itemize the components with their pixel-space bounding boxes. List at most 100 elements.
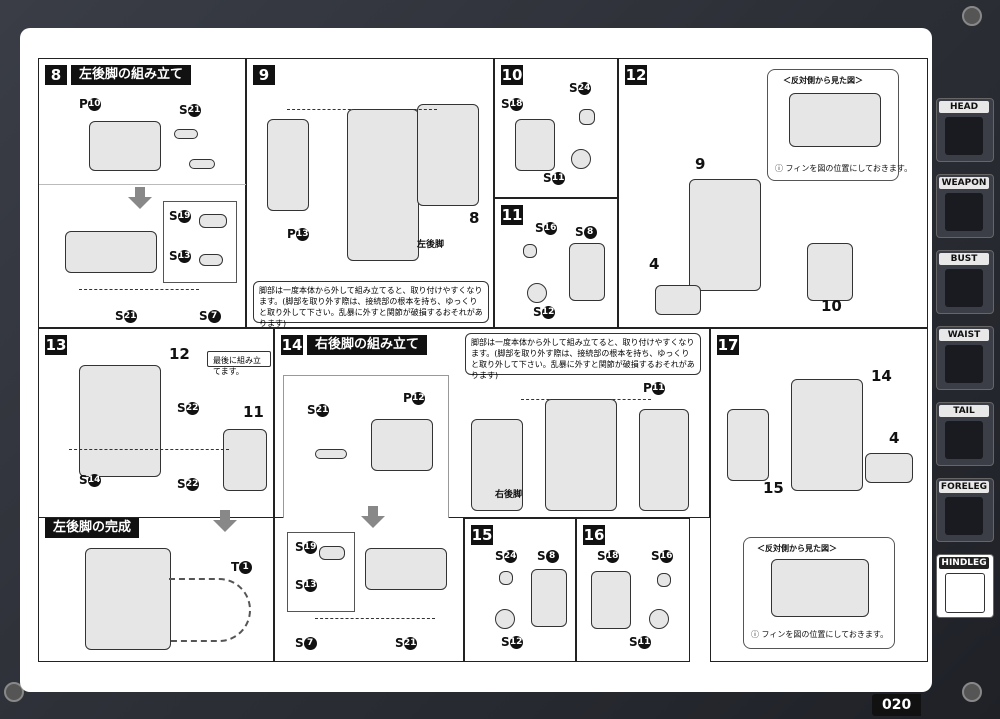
leg-part-drawing [515,119,555,171]
guide-line [287,109,437,110]
fin-note: ⓘ フィンを図の位置にしておきます。 [751,630,889,639]
joint-part-drawing [499,571,513,585]
fin-note: ⓘ フィンを図の位置にしておきます。 [775,164,913,173]
fin-detail-drawing [789,93,881,147]
ball-joint-drawing [495,609,515,629]
leg-label: 左後脚 [417,240,445,250]
ball-joint-drawing [649,609,669,629]
tab-foreleg[interactable]: FORELEG [936,478,994,542]
arrow-down-icon [135,187,145,197]
joint-part-drawing [579,109,595,125]
foreleg-icon [945,497,983,535]
screw-icon [962,682,982,702]
leg-part-drawing [591,571,631,629]
ref-number: 10 [821,297,842,315]
last-assembly-note: 最後に組み立てます。 [207,351,271,376]
part-label-s22: S22 [177,401,199,415]
waist-icon [945,345,983,383]
part-label-s22: S22 [177,477,199,491]
step-number: 10 [501,65,523,85]
tab-waist[interactable]: WAIST [936,326,994,390]
arrow-down-icon [368,506,378,516]
step-number: 13 [45,335,67,355]
step-number: 11 [501,205,523,225]
step-number: 16 [583,525,605,545]
fin-detail-drawing [771,559,869,617]
reverse-view-title: ＜反対側から見た図＞ [757,544,837,553]
completed-leg-drawing [85,548,171,650]
step-number: 17 [717,335,739,355]
part-label-s21: S21 [307,403,329,417]
step-number: 12 [625,65,647,85]
leg-outer-panel-drawing [471,419,523,511]
part-label-s21: S21 [115,309,137,323]
step-number: 8 [45,65,67,85]
arrow-down-icon [361,516,385,528]
step-title: 左後脚の組み立て [71,65,192,85]
ref-number: 12 [169,345,190,363]
joint-part-drawing [199,214,227,228]
cable-drawing [169,578,251,642]
guide-line [521,399,651,400]
part-label-s19: S19 [169,209,191,223]
body-assembly-drawing [689,179,761,291]
arrow-down-icon [220,510,230,520]
tab-bust[interactable]: BUST [936,250,994,314]
tab-hindleg[interactable]: HINDLEG [936,554,994,618]
part-label-p12: P12 [403,391,425,405]
joint-part-drawing [199,254,223,266]
part-label-s16: S16 [651,549,673,563]
ref-number: 4 [889,429,900,447]
leg-main-drawing [545,399,617,511]
part-label-s11: S11 [629,635,651,649]
arrow-down-icon [213,520,237,532]
step-number: 15 [471,525,493,545]
pin-drawing [174,129,198,139]
head-icon [945,117,983,155]
frame-assembly-drawing [65,231,157,273]
part-label-s18: S18 [501,97,523,111]
part-label-s11: S11 [543,171,565,185]
ref-number: 11 [243,403,264,421]
step-12-panel: 12 ＜反対側から見た図＞ ⓘ フィンを図の位置にしておきます。 9 4 10 [618,58,928,328]
ref-number: 4 [649,255,660,273]
foot-part-drawing [865,453,913,483]
leg-label: 右後脚 [495,490,523,500]
step-number: 9 [253,65,275,85]
leg-inner-panel-drawing [639,409,689,511]
tab-tail[interactable]: TAIL [936,402,994,466]
joint-part-drawing [319,546,345,560]
ball-joint-drawing [527,283,547,303]
caution-note: 脚部は一度本体から外して組み立てると、取り付けやすくなります。(脚部を取り外す際… [253,281,489,328]
foot-part-drawing [655,285,701,315]
part-label-s12: S12 [501,635,523,649]
step-13-panel: 13 12 最後に組み立てます。 S22 11 S14 S22 [38,328,274,518]
tab-weapon[interactable]: WEAPON [936,174,994,238]
arrow-down-icon [128,197,152,209]
joint-part-drawing [523,244,537,258]
pin-drawing [189,159,215,169]
body-assembly-drawing [791,379,863,491]
screw-icon [962,6,982,26]
leg-inner-panel-drawing [417,104,479,206]
part-label-s21: S21 [179,103,201,117]
leg-main-drawing [347,109,419,261]
reverse-view-title: ＜反対側から見た図＞ [783,76,863,85]
tail-icon [945,421,983,459]
frame-assembly-drawing [365,548,447,590]
part-label-p10: P10 [79,97,101,111]
part-label-s14: S14 [79,473,101,487]
leg-part-drawing [223,429,267,491]
page-number: 020 [872,694,922,716]
tab-head[interactable]: HEAD [936,98,994,162]
leg-outer-panel-drawing [267,119,309,211]
part-label-p13: P13 [287,227,309,241]
sub-assembly-box [287,532,355,612]
